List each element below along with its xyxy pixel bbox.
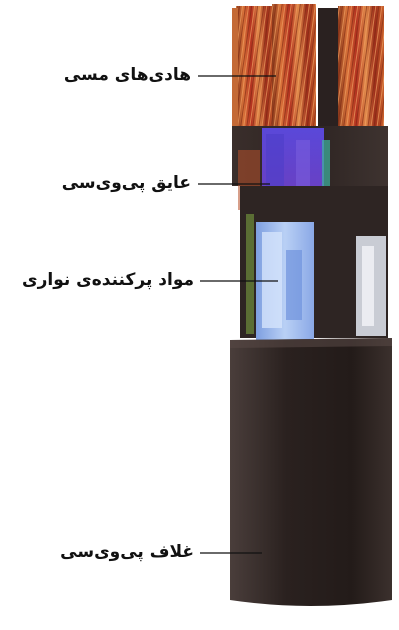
label-pvc-insulation: عایق پی‌وی‌سی <box>62 172 191 194</box>
copper-conductors <box>232 4 384 134</box>
label-copper-conductors: هادی‌های مسی <box>64 64 191 86</box>
pvc-sheath <box>230 338 392 606</box>
label-pvc-sheath: غلاف پی‌وی‌سی <box>60 541 194 563</box>
tape-filler <box>240 186 388 340</box>
label-tape-filler: مواد پرکننده‌ی نواری <box>22 269 194 291</box>
